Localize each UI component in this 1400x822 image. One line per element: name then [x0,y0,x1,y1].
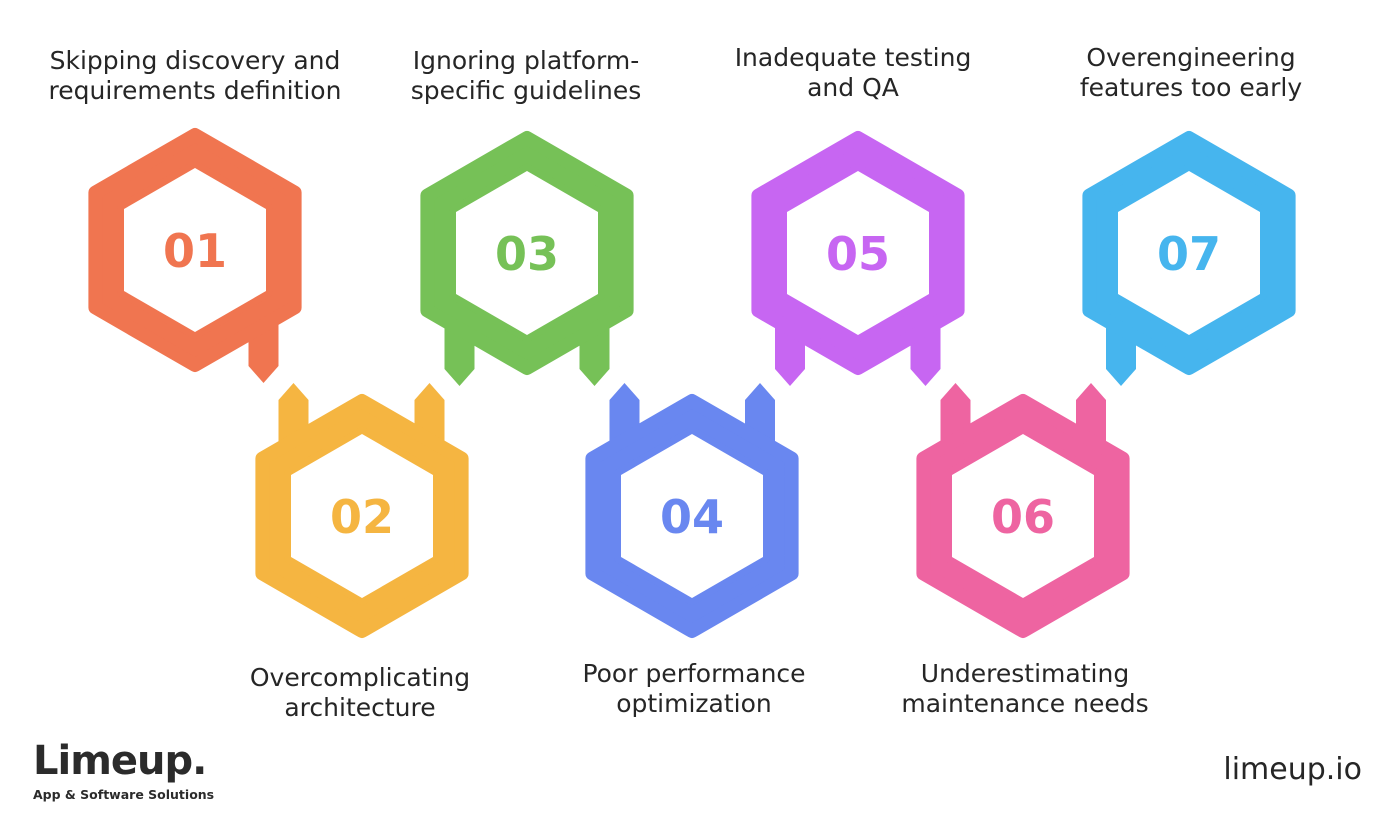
step-2-number: 02 [330,490,394,544]
logo-name: Limeup. [33,738,207,784]
step-2-label: Overcomplicating architecture [249,663,471,722]
step-4-hexagon-inner [621,434,763,598]
step-3-label: Ignoring platform- specific guidelines [410,46,642,105]
step-4-label: Poor performance optimization [582,659,806,718]
step-3-number: 03 [495,227,559,281]
step-6-hexagon-inner [952,434,1094,598]
step-3-hexagon-inner [456,171,598,335]
step-1-hexagon-inner [124,168,266,332]
step-5-label: Inadequate testing and QA [734,43,972,102]
step-5-hexagon-inner [787,171,929,335]
step-6-number: 06 [991,490,1055,544]
step-7-hexagon-inner [1118,171,1260,335]
step-6-label: Underestimating maintenance needs [901,659,1149,718]
step-7-number: 07 [1157,227,1221,281]
website-link[interactable]: limeup.io [1223,752,1362,787]
step-5-number: 05 [826,227,890,281]
step-4-number: 04 [660,490,724,544]
step-1-label: Skipping discovery and requirements defi… [48,46,342,105]
logo-tagline: App & Software Solutions [33,787,215,802]
hexagons: 01 02 03 04 05 06 07 [88,128,1296,638]
step-2-hexagon-inner [291,434,433,598]
step-1-number: 01 [163,224,227,278]
limeup-logo: Limeup. App & Software Solutions [33,738,214,804]
step-7-label: Overengineering features too early [1079,43,1303,102]
